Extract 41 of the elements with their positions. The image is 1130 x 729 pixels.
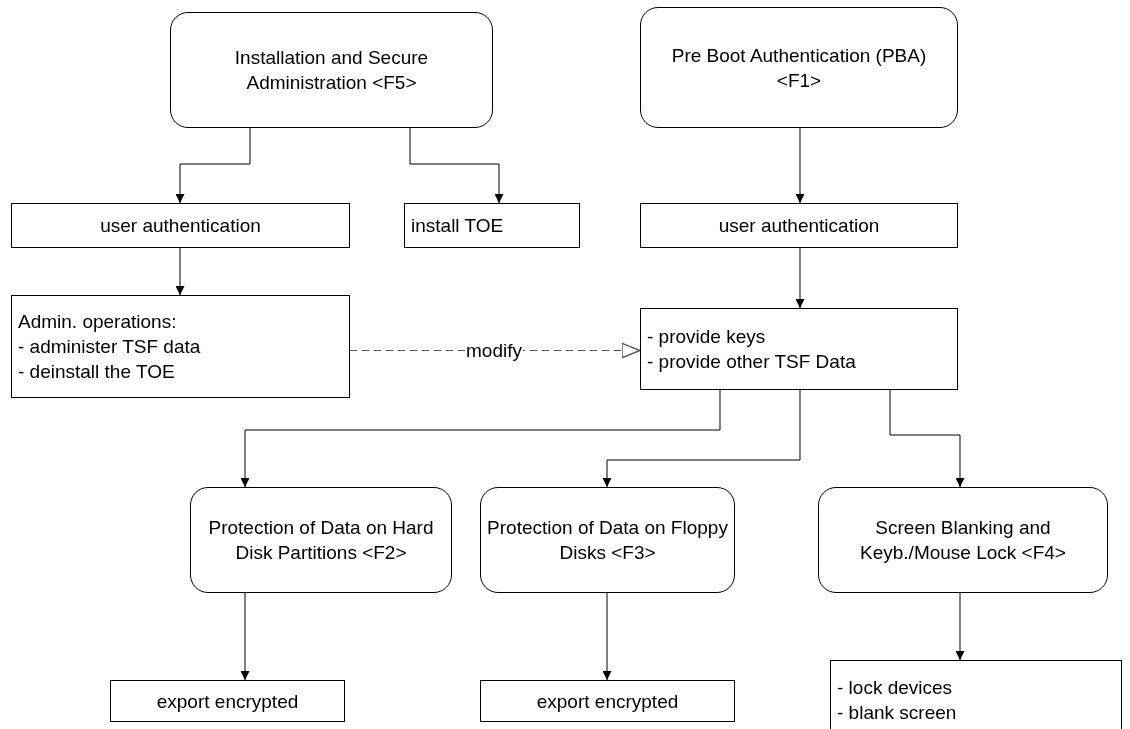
rounded-box [170, 12, 493, 128]
process-box [11, 203, 350, 248]
node-text: Pre Boot Authentication (PBA) <F1> [670, 43, 928, 93]
node-text: - administer TSF data [18, 335, 201, 359]
arrow [409, 127, 504, 204]
rounded-box [190, 487, 452, 593]
rounded-box [480, 487, 735, 593]
node-text: Protection of Data on Floppy Disks <F3> [487, 516, 728, 565]
node-text: user authentication [718, 214, 880, 238]
node-text: - provide other TSF Data [647, 350, 856, 374]
arrow [955, 592, 965, 661]
node-text: Installation and Secure Administration <F5> [233, 46, 430, 95]
rounded-box [640, 7, 958, 128]
process-box [480, 680, 735, 722]
process-box [404, 203, 580, 248]
arrow [795, 127, 805, 204]
node-text: - provide keys [647, 325, 766, 349]
arrow [602, 592, 612, 681]
rounded-box [818, 487, 1108, 593]
node-text: - lock devices [837, 676, 953, 700]
node-text: export encrypted [536, 689, 679, 714]
node-text: export encrypted [156, 689, 299, 714]
node-text: - deinstall the TOE [18, 360, 175, 384]
arrow [889, 389, 965, 488]
node-text: Screen Blanking and Keyb./Mouse Lock <F4> [859, 516, 1067, 565]
process-box [11, 295, 350, 398]
process-box [110, 680, 345, 722]
arrow [795, 247, 805, 309]
arrow [175, 247, 185, 296]
process-box [640, 203, 958, 248]
node-text: Protection of Data on Hard Disk Partitions <F2> [207, 516, 435, 565]
process-box [640, 308, 958, 390]
node-text: Admin. operations: [18, 310, 177, 334]
node-text: user authentication [100, 214, 261, 238]
arrow [602, 389, 801, 488]
arrow [240, 389, 721, 488]
arrow [175, 127, 251, 204]
node-text: - blank screen [837, 701, 957, 725]
arrow [240, 592, 250, 681]
process-box [830, 660, 1122, 729]
node-text: install TOE [411, 214, 504, 238]
